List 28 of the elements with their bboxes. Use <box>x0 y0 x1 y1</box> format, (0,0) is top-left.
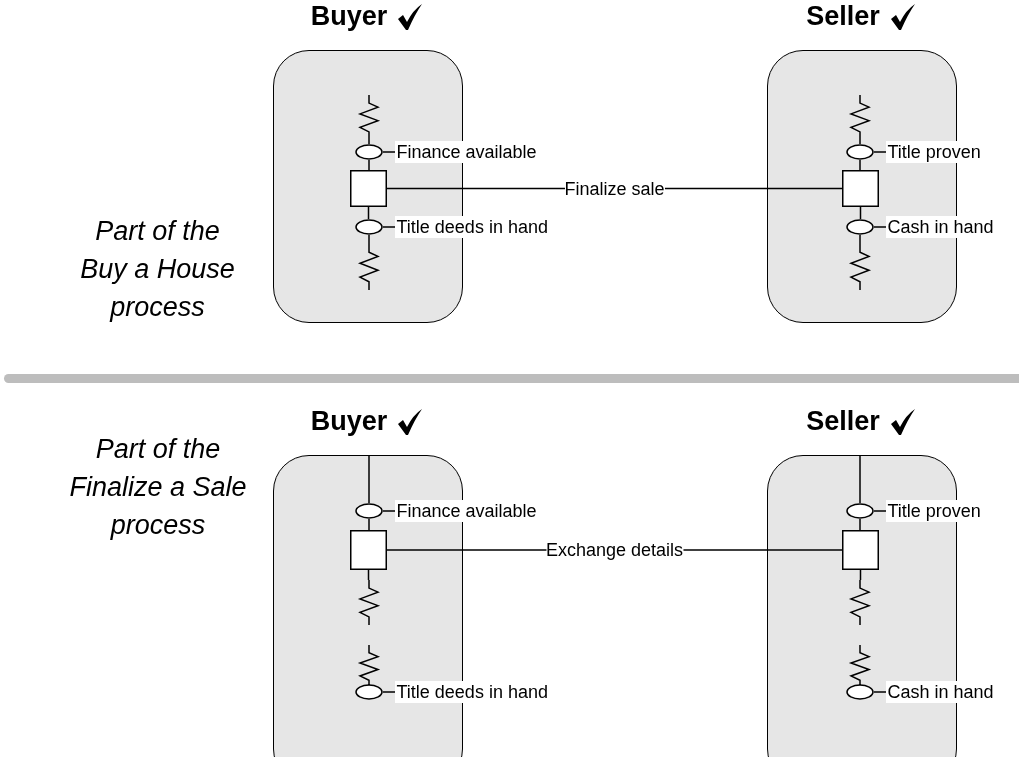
connector-line <box>859 569 862 581</box>
connector-line <box>367 206 370 220</box>
connector-line <box>859 234 861 245</box>
state-label: Finance available <box>394 140 539 163</box>
state-label: Cash in hand <box>885 215 996 238</box>
state-label: Title deeds in hand <box>394 680 550 703</box>
connector-line <box>368 139 370 145</box>
side-note: Part of the Buy a House process <box>79 215 236 324</box>
state-label: Cash in hand <box>885 680 996 703</box>
state-label: Title proven <box>885 140 983 163</box>
role-title: Buyer <box>310 1 388 32</box>
role-title: Seller <box>806 1 880 32</box>
side-note: Part of the Finalize a Sale process <box>68 433 248 542</box>
connector-line <box>368 455 370 504</box>
connector-line <box>859 455 861 504</box>
connector-line <box>859 206 862 220</box>
connector-line <box>859 518 861 531</box>
connector-line <box>368 159 370 171</box>
connector-line <box>368 518 370 531</box>
role-title: Buyer <box>310 406 388 437</box>
state-label: Title proven <box>885 499 983 522</box>
connector-line <box>367 569 370 581</box>
connector-line <box>368 234 370 245</box>
state-label: Finance available <box>394 499 539 522</box>
connector-line <box>859 139 861 145</box>
state-label: Title deeds in hand <box>394 215 550 238</box>
connector-line <box>859 159 861 171</box>
role-title: Seller <box>806 406 880 437</box>
